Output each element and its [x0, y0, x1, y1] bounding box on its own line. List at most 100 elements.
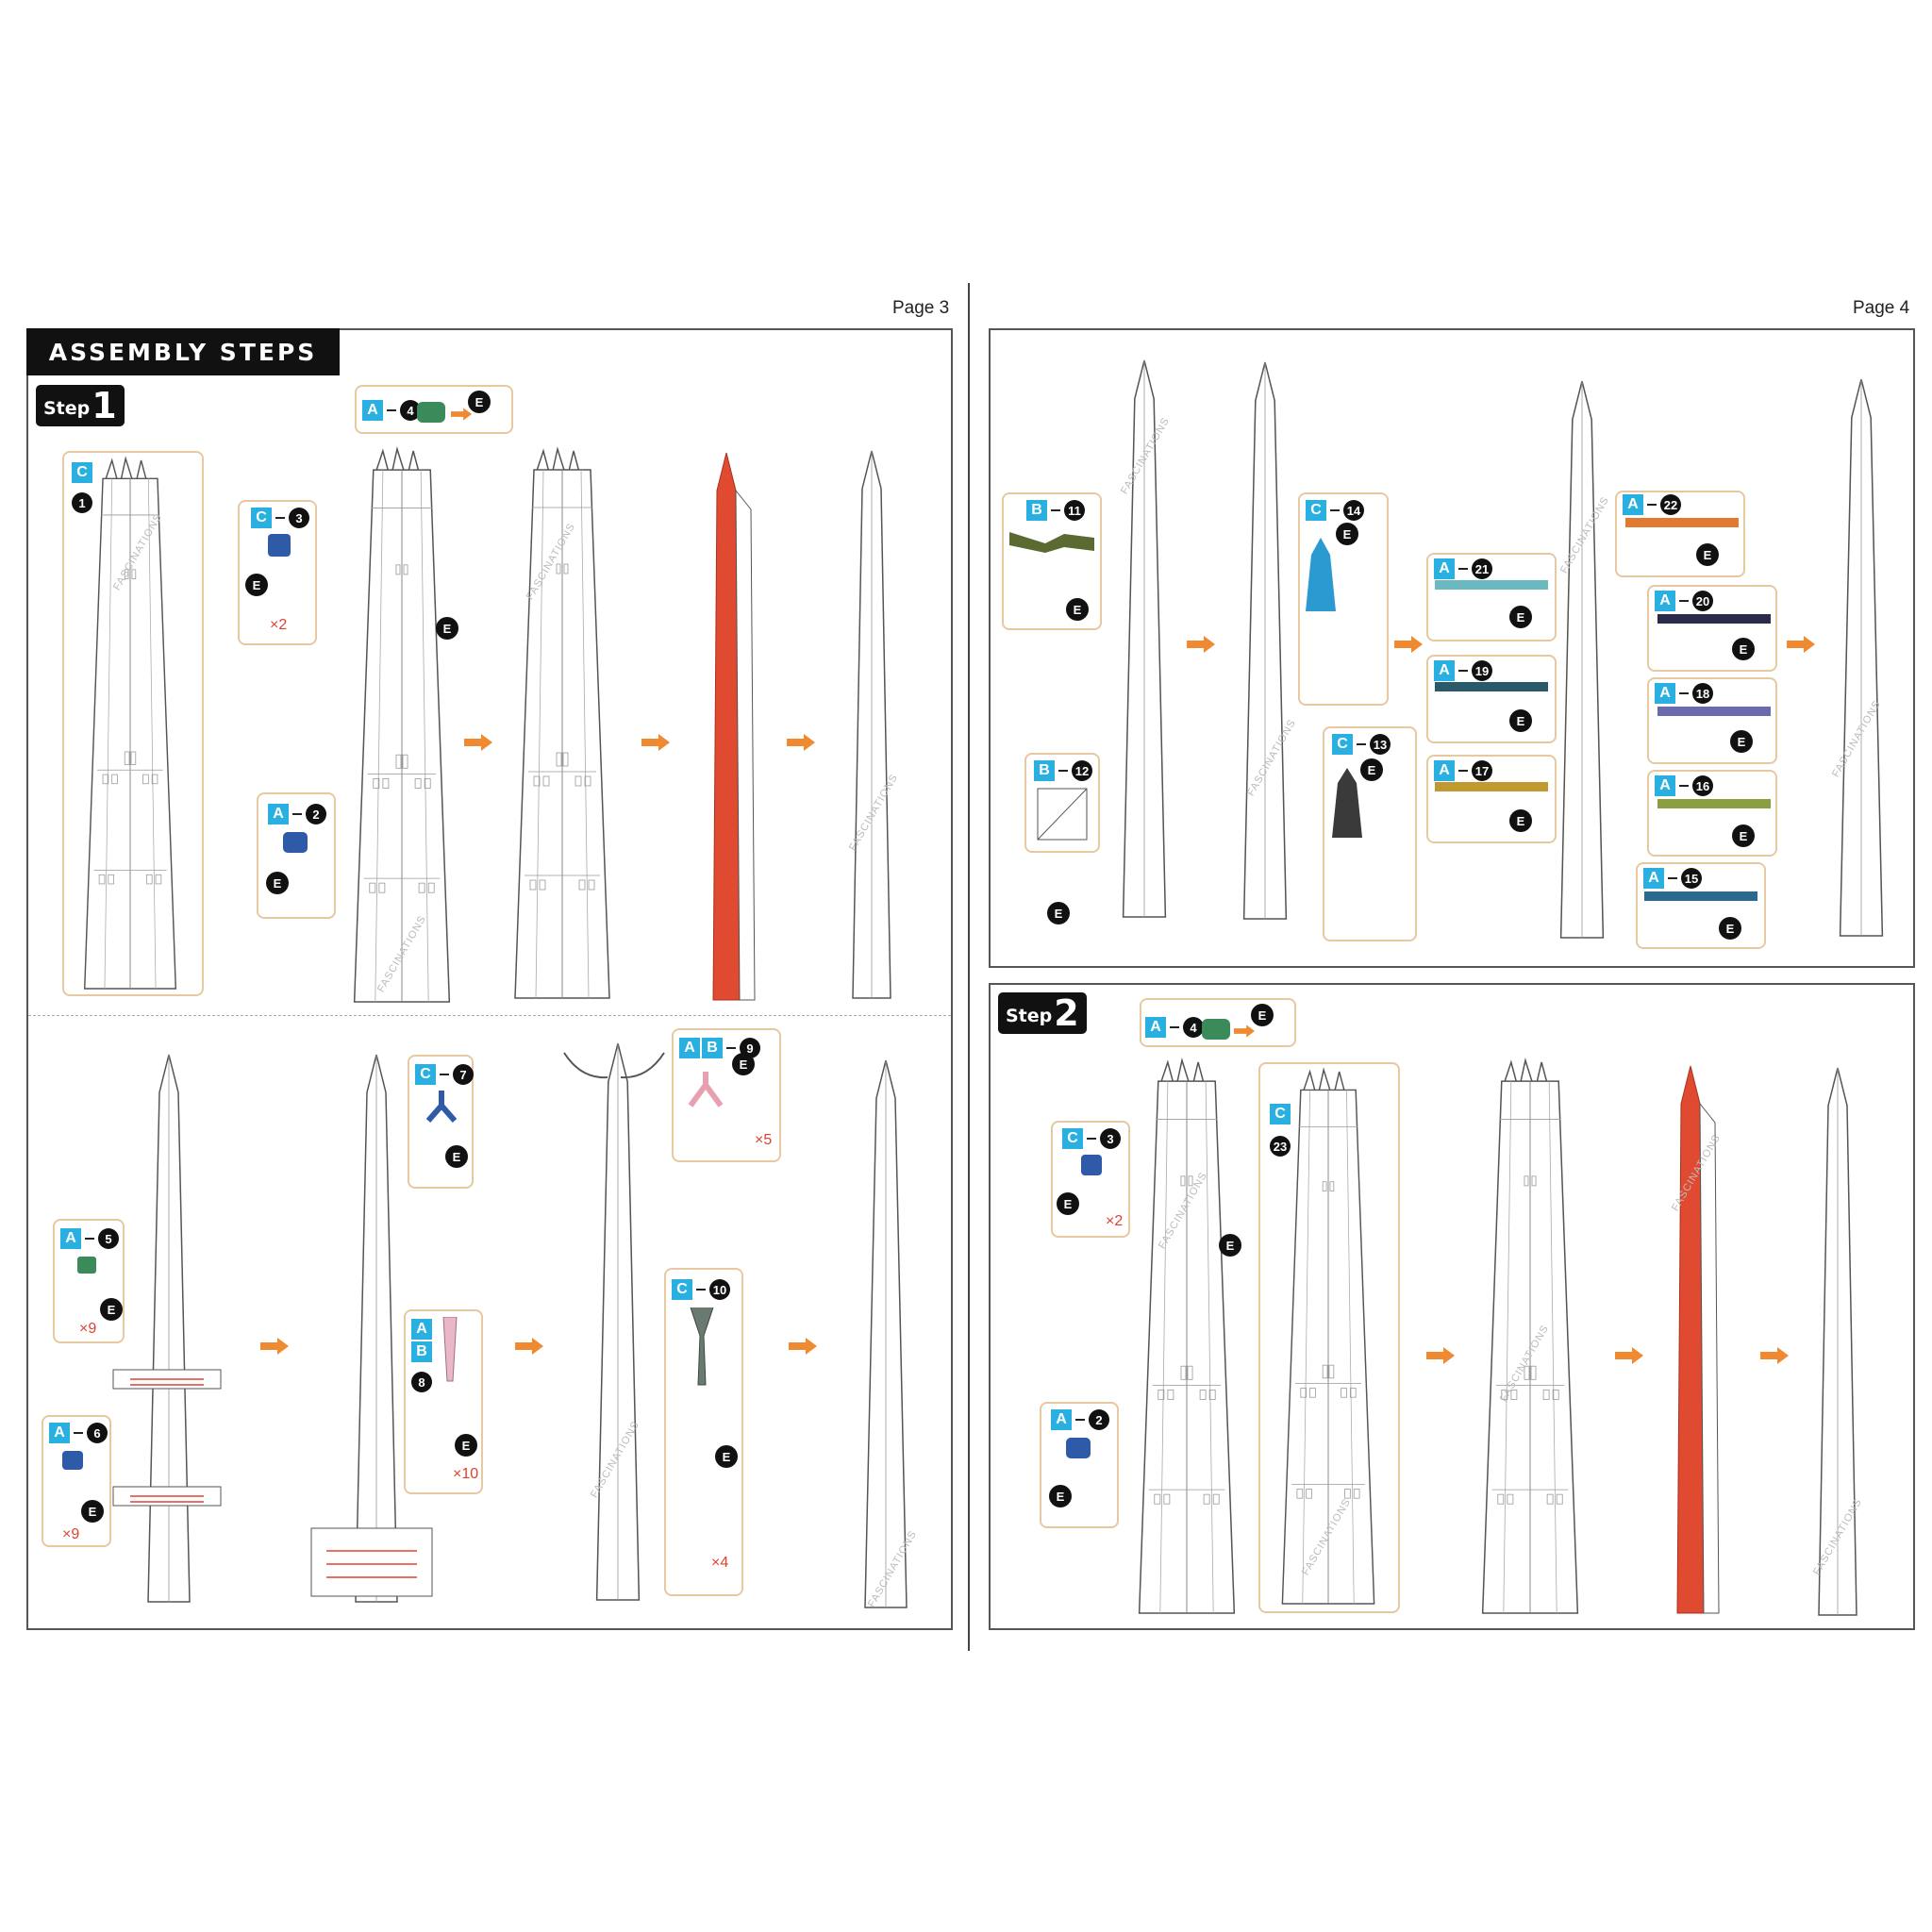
tag-a-2: A 2: [1051, 1409, 1109, 1430]
tag-a-4: A 4: [362, 400, 421, 421]
part-6-piece-icon: [60, 1449, 85, 1472]
part-number: 8: [411, 1372, 432, 1392]
tag-b-8: B: [411, 1341, 432, 1362]
sheet-tag: A: [362, 400, 383, 421]
tower-assembly-10: [1232, 362, 1298, 919]
sheet-tag: A: [1655, 683, 1675, 704]
tag-b-11: B 11: [1026, 500, 1085, 521]
sheet-tag: C: [251, 508, 272, 528]
sheet-tag: A: [49, 1423, 70, 1443]
part-number: 14: [1343, 500, 1364, 521]
tool-e-icon: E: [1219, 1234, 1241, 1257]
part-number: 20: [1692, 591, 1713, 611]
part-21-piece-icon: [1434, 579, 1549, 591]
step-arrow: [464, 734, 492, 751]
step-label: Step: [1006, 1006, 1052, 1026]
part-22-piece-icon: [1624, 517, 1740, 528]
arrow-icon: [451, 408, 472, 421]
part-17-piece-icon: [1434, 781, 1549, 792]
tag-c-14: C 14: [1306, 500, 1364, 521]
tool-e-icon: E: [1730, 730, 1753, 753]
step-arrow: [787, 734, 815, 751]
step-arrow: [1787, 636, 1815, 653]
sheet-tag: A: [60, 1228, 81, 1249]
part-number: 15: [1681, 868, 1702, 889]
qty-x2: ×2: [1106, 1213, 1123, 1230]
part-number: 2: [1089, 1409, 1109, 1430]
step-arrow: [789, 1338, 817, 1355]
tool-e-icon: E: [1719, 917, 1741, 940]
tag-a-15: A 15: [1643, 868, 1702, 889]
tool-e-icon: E: [445, 1145, 468, 1168]
sheet-tag: A: [1434, 760, 1455, 781]
tool-e-icon: E: [1047, 902, 1070, 924]
tag-a-20: A 20: [1655, 591, 1713, 611]
step-arrow: [1426, 1347, 1455, 1364]
part-number: 3: [1100, 1128, 1121, 1149]
step-arrow: [1615, 1347, 1643, 1364]
part-number: 13: [1370, 734, 1391, 755]
sheet-tag: B: [702, 1038, 723, 1058]
tag-c-3: C 3: [251, 508, 309, 528]
page-divider: [968, 283, 970, 1651]
qty-x2: ×2: [270, 617, 287, 634]
sheet-tag: B: [1034, 760, 1055, 781]
tag-a-4: A 4: [1145, 1017, 1204, 1038]
tower-assembly-11: [1549, 381, 1615, 938]
sheet-tag: A: [1434, 660, 1455, 681]
part-11-piece-icon: [1008, 525, 1096, 555]
part-number: 19: [1472, 660, 1492, 681]
sheet-tag: A: [411, 1319, 432, 1340]
part-9-piece-icon: [687, 1070, 724, 1108]
tool-e-icon: E: [1696, 543, 1719, 566]
part-number: 10: [709, 1279, 730, 1300]
tool-e-icon: E: [81, 1500, 104, 1523]
tier-brackets-1: [111, 1362, 223, 1400]
sheet-tag: C: [1332, 734, 1353, 755]
part-18-piece-icon: [1657, 706, 1772, 717]
qty-x10: ×10: [453, 1466, 478, 1483]
part-8-piece-icon: [440, 1317, 460, 1383]
part-4-piece-icon: [415, 400, 447, 425]
tool-e-icon: E: [732, 1053, 755, 1075]
step-arrow: [1760, 1347, 1789, 1364]
part-3-piece-icon: [1079, 1153, 1106, 1179]
tower-assembly-1: [343, 451, 460, 1002]
tag-a-16: A 16: [1655, 775, 1713, 796]
tag-b-12: B 12: [1034, 760, 1092, 781]
sheet-tag: C: [1062, 1128, 1083, 1149]
tool-e-icon: E: [1509, 606, 1532, 628]
step-arrow: [641, 734, 670, 751]
sheet-tag: A: [1434, 558, 1455, 579]
tag-c-13: C 13: [1332, 734, 1391, 755]
tool-e-icon: E: [1057, 1192, 1079, 1215]
tool-e-icon: E: [245, 574, 268, 596]
part-number: 18: [1692, 683, 1713, 704]
tag-c-3: C 3: [1062, 1128, 1121, 1149]
part-number: 17: [1472, 760, 1492, 781]
tower-assembly-5: [136, 1055, 202, 1602]
tower-assembly-12: [1828, 379, 1894, 936]
tag-c-10: C 10: [672, 1279, 730, 1300]
step-number: 2: [1054, 996, 1078, 1030]
tag-a-17: A 17: [1434, 760, 1492, 781]
tool-e-icon: E: [715, 1445, 738, 1468]
part-2-piece-icon: [1064, 1436, 1092, 1460]
sheet-tag: A: [1643, 868, 1664, 889]
step-arrow: [1394, 636, 1423, 653]
tag-a-22: A 22: [1623, 494, 1681, 515]
part-number: 2: [306, 804, 326, 824]
part-15-piece-icon: [1643, 891, 1758, 902]
step-2-badge: Step 2: [998, 992, 1087, 1034]
tag-a-18: A 18: [1655, 683, 1713, 704]
qty-x4: ×4: [711, 1555, 728, 1572]
sheet-tag: A: [1145, 1017, 1166, 1038]
tool-e-icon: E: [1066, 598, 1089, 621]
page-label-left: Page 3: [892, 298, 949, 319]
tool-e-icon: E: [1509, 809, 1532, 832]
part-16-piece-icon: [1657, 798, 1772, 809]
part-4-piece-icon: [1200, 1017, 1232, 1041]
tag-a-6: A 6: [49, 1423, 108, 1443]
tower-assembly-4: [841, 451, 902, 998]
step-arrow: [515, 1338, 543, 1355]
